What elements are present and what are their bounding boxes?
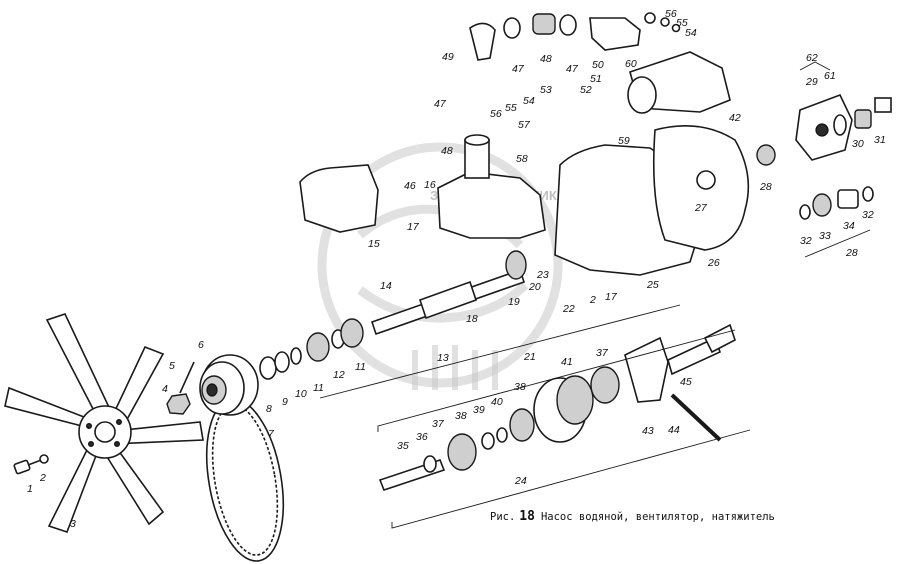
callout: 17	[407, 221, 420, 233]
fan-bolt	[13, 454, 49, 475]
callout: 12	[333, 369, 345, 381]
callout: 49	[442, 51, 454, 63]
callout: 45	[680, 376, 692, 388]
pump-housing	[299, 134, 701, 276]
callout: 53	[540, 84, 552, 96]
callout: 39	[473, 404, 485, 416]
callout-labels: 1 2 3 4 5 6 7 8 9 10 11 12 11 13 14 15 1…	[27, 8, 886, 530]
callout: 38	[455, 410, 467, 422]
callout: 33	[819, 230, 831, 242]
callout: 32	[862, 209, 874, 221]
callout: 1	[27, 483, 33, 495]
callout: 41	[561, 356, 573, 368]
callout: 34	[843, 220, 855, 232]
shaft-assembly	[259, 250, 527, 380]
callout: 48	[441, 145, 453, 157]
callout: 24	[514, 475, 527, 487]
callout: 60	[625, 58, 637, 70]
group-brackets	[319, 61, 871, 529]
callout: 6	[198, 339, 204, 351]
callout: 37	[432, 418, 445, 430]
gasket	[652, 125, 750, 251]
callout: 15	[368, 238, 380, 250]
callout: 9	[282, 396, 288, 408]
callout: 26	[707, 257, 720, 269]
callout: 54	[523, 95, 535, 107]
callout: 16	[424, 179, 436, 191]
callout: 56	[490, 108, 502, 120]
callout: 47	[512, 63, 525, 75]
callout: 27	[694, 202, 708, 214]
callout: 4	[162, 383, 168, 395]
callout: 47	[566, 63, 579, 75]
callout: 51	[590, 73, 602, 85]
callout: 46	[404, 180, 416, 192]
thermostat-housing	[627, 51, 731, 114]
callout: 19	[508, 296, 520, 308]
callout: 36	[416, 431, 428, 443]
callout: 20	[528, 281, 541, 293]
callout: 2	[39, 472, 46, 484]
callout: 17	[605, 291, 618, 303]
callout: 35	[397, 440, 409, 452]
callout: 5	[169, 360, 175, 372]
callout: 48	[540, 53, 552, 65]
callout: 31	[874, 134, 886, 146]
callout: 37	[596, 347, 609, 359]
tensioner-group	[378, 366, 620, 491]
top-hose-group	[469, 12, 681, 61]
callout: 11	[313, 382, 324, 394]
callout: 57	[518, 119, 531, 131]
callout: 62	[806, 52, 818, 64]
callout: 38	[514, 381, 526, 393]
callout: 22	[562, 303, 575, 315]
callout: 55	[505, 102, 517, 114]
impeller-group	[756, 93, 892, 220]
callout: 28	[845, 247, 858, 259]
callout: 10	[295, 388, 307, 400]
callout: 30	[852, 138, 864, 150]
callout: 47	[434, 98, 447, 110]
callout: 21	[523, 351, 536, 363]
callout: 59	[618, 135, 630, 147]
figure-number: 18	[519, 509, 535, 524]
callout: 50	[592, 59, 604, 71]
callout: 56	[665, 8, 677, 20]
caption-prefix: Рис.	[490, 511, 516, 523]
callout: 18	[466, 313, 478, 325]
callout: 32	[800, 235, 812, 247]
fan	[4, 313, 204, 534]
callout: 40	[491, 396, 503, 408]
callout: 25	[646, 279, 659, 291]
callout: 7	[268, 428, 275, 440]
callout: 58	[516, 153, 528, 165]
callout: 44	[668, 424, 680, 436]
callout: 2	[589, 294, 596, 306]
callout: 55	[676, 17, 688, 29]
callout: 23	[536, 269, 549, 281]
callout: 54	[685, 27, 697, 39]
callout: 28	[759, 181, 772, 193]
callout: 29	[805, 76, 818, 88]
caption-text: Насос водяной, вентилятор, натяжитель	[540, 511, 775, 523]
callout: 42	[729, 112, 741, 124]
callout: 52	[580, 84, 592, 96]
fan-nut	[166, 361, 195, 415]
callout: 61	[824, 70, 836, 82]
callout: 43	[642, 425, 654, 437]
callout: 11	[355, 361, 366, 373]
pulley-belt	[199, 354, 285, 562]
callout: 3	[70, 518, 76, 530]
figure-caption: Рис.18 Насос водяной, вентилятор, натяжит…	[490, 509, 775, 524]
callout: 13	[437, 352, 449, 364]
callout: 8	[266, 403, 272, 415]
callout: 14	[380, 280, 392, 292]
